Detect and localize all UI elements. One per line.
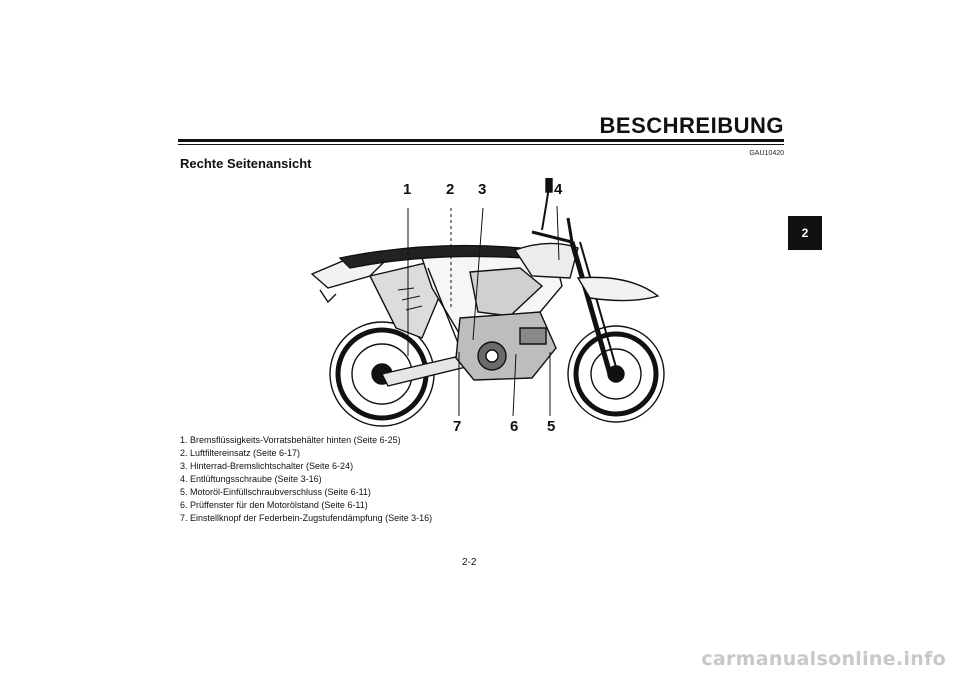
section-code: GAU10420 — [749, 150, 784, 157]
header-rule-thin — [178, 144, 784, 145]
callout-1: 1 — [403, 181, 412, 198]
legend-item: 2. Luftfiltereinsatz (Seite 6-17) — [180, 448, 301, 458]
legend-item: 6. Prüffenster für den Motorölstand (Sei… — [180, 500, 368, 510]
handlebar-and-mirror — [531, 178, 574, 245]
legend-item: 4. Entlüftungsschraube (Seite 3-16) — [180, 474, 322, 484]
chapter-title: BESCHREIBUNG — [599, 113, 784, 138]
exhaust-muffler — [368, 261, 443, 339]
legend-list: 1. Bremsflüssigkeits-Vorratsbehälter hin… — [180, 434, 432, 525]
section-title: Rechte Seitenansicht — [180, 156, 312, 171]
front-fork — [569, 241, 619, 375]
page-number: 2-2 — [462, 557, 477, 568]
front-wheel — [567, 325, 665, 423]
callout-6: 6 — [510, 418, 519, 435]
motorcycle-illustration — [310, 178, 665, 427]
callout-4: 4 — [554, 181, 563, 198]
callout-5: 5 — [547, 418, 556, 435]
engine — [455, 311, 557, 381]
legend-item: 5. Motoröl-Einfüllschraubverschluss (Sei… — [180, 487, 371, 497]
callout-3: 3 — [478, 181, 487, 198]
callout-2: 2 — [446, 181, 455, 198]
legend-item: 3. Hinterrad-Bremslichtschalter (Seite 6… — [180, 461, 354, 471]
legend-item: 7. Einstellknopf der Federbein-Zugstufen… — [180, 513, 433, 523]
header-rule — [178, 139, 784, 142]
watermark: carmanualsonline.info — [701, 648, 946, 670]
legend-item: 1. Bremsflüssigkeits-Vorratsbehälter hin… — [180, 435, 401, 445]
front-fender — [576, 276, 660, 302]
callout-7: 7 — [453, 418, 462, 435]
chapter-tab[interactable]: 2 — [788, 216, 822, 250]
callout-leader-lines — [407, 205, 560, 417]
